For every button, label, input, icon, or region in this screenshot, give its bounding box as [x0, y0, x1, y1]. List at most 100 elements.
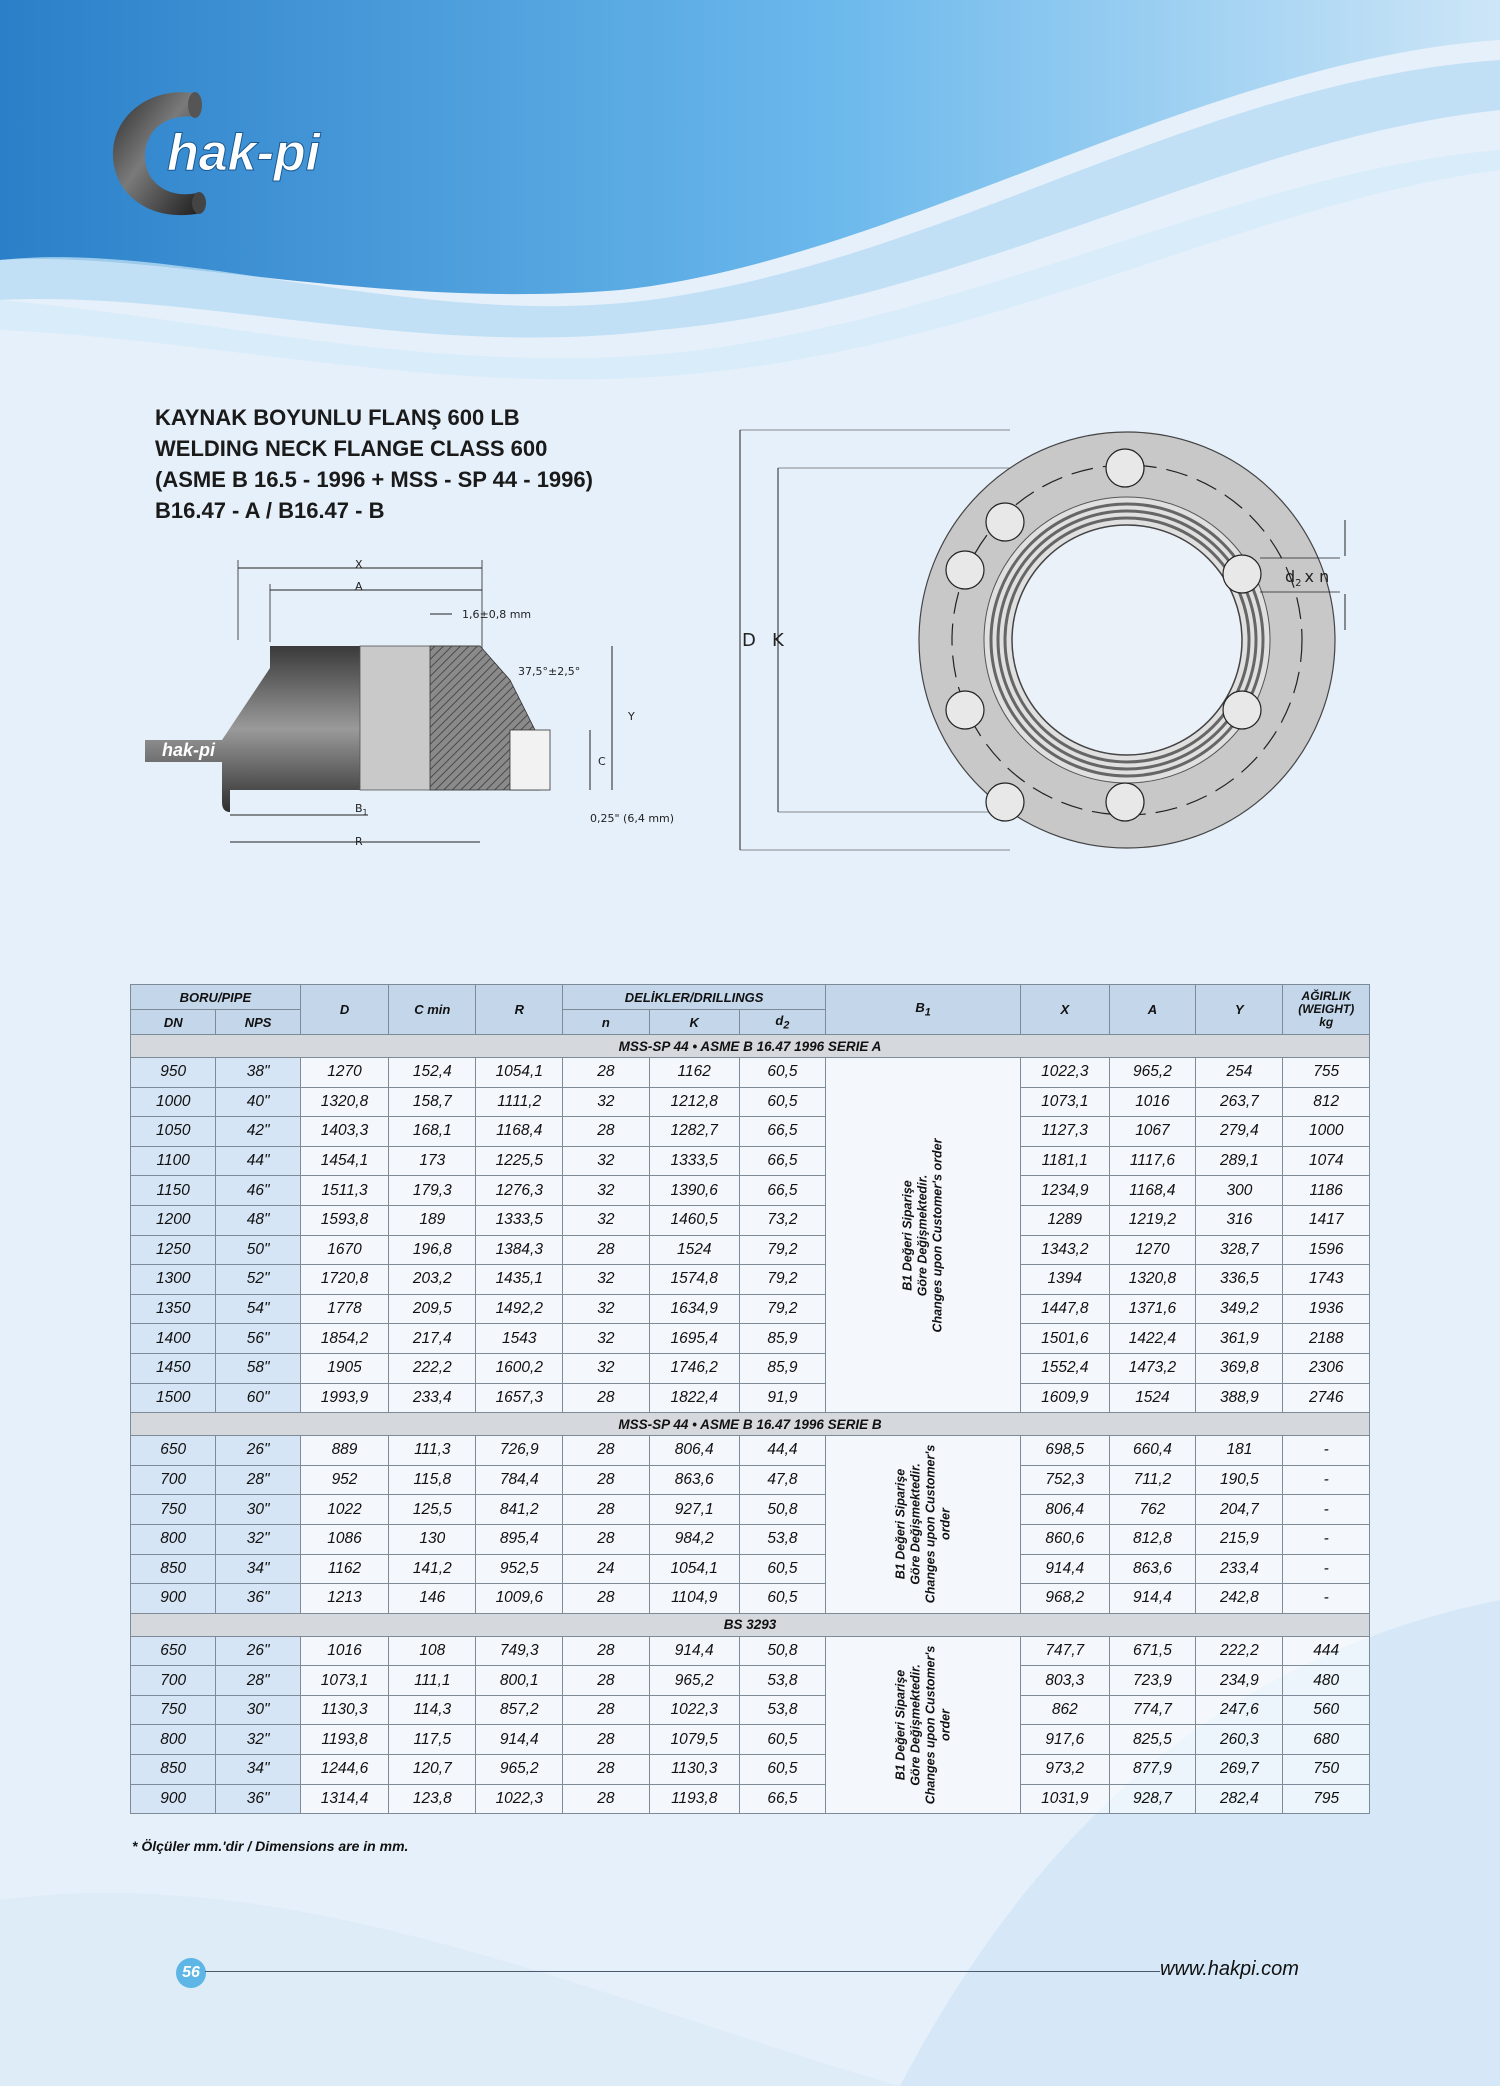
table-cell: 58" — [215, 1352, 301, 1384]
website-link[interactable]: www.hakpi.com — [1160, 1958, 1299, 1980]
table-cell: 1000 — [129, 1086, 217, 1118]
table-cell: 47,8 — [738, 1464, 827, 1496]
brand-name: hak-pi — [167, 124, 322, 182]
table-cell: 60,5 — [738, 1553, 827, 1585]
table-cell: 28 — [562, 1234, 650, 1266]
table-cell: 1460,5 — [648, 1204, 740, 1236]
table-cell: 1150 — [129, 1175, 217, 1206]
table-cell: 53,8 — [738, 1665, 827, 1696]
table-cell: 114,3 — [388, 1694, 477, 1726]
table-cell: 2306 — [1282, 1352, 1370, 1384]
table-cell: 747,7 — [1020, 1635, 1110, 1667]
table-cell: 1390,6 — [648, 1175, 740, 1206]
table-cell: 1225,5 — [475, 1145, 564, 1177]
table-cell: 1289 — [1020, 1204, 1110, 1236]
table-cell: 34" — [215, 1553, 301, 1585]
table-cell: 54" — [215, 1293, 301, 1325]
table-cell: 928,7 — [1108, 1783, 1197, 1815]
table-cell: 1435,1 — [475, 1264, 564, 1295]
table-cell: 950 — [129, 1057, 217, 1088]
table-cell: 1657,3 — [475, 1382, 564, 1414]
title-line-1: KAYNAK BOYUNLU FLANŞ 600 LB — [155, 405, 520, 430]
table-cell: - — [1282, 1494, 1370, 1525]
table-cell: 755 — [1282, 1057, 1370, 1088]
header-n: n — [562, 1009, 650, 1035]
table-cell: 750 — [129, 1494, 217, 1525]
table-cell: 1447,8 — [1020, 1293, 1110, 1325]
table-cell: 444 — [1282, 1635, 1370, 1667]
table-cell: 784,4 — [475, 1464, 564, 1496]
table-cell: 1244,6 — [299, 1754, 390, 1785]
table-cell: 189 — [388, 1204, 477, 1236]
b1-note-line: Changes upon Customer's order — [930, 1138, 945, 1333]
table-cell: 242,8 — [1195, 1583, 1284, 1614]
table-cell: 1117,6 — [1108, 1145, 1197, 1177]
table-cell: 60,5 — [738, 1086, 827, 1118]
table-cell: 260,3 — [1195, 1724, 1284, 1756]
dim-y-label: Y — [627, 710, 635, 723]
table-cell: 857,2 — [475, 1694, 564, 1726]
table-cell: 750 — [1282, 1754, 1370, 1785]
table-cell: 965,2 — [475, 1754, 564, 1785]
title-line-3: (ASME B 16.5 - 1996 + MSS - SP 44 - 1996… — [155, 467, 593, 492]
title-line-2: WELDING NECK FLANGE CLASS 600 — [155, 436, 548, 461]
table-cell: 965,2 — [1108, 1057, 1197, 1088]
table-cell: 111,1 — [388, 1665, 477, 1696]
table-cell: 1417 — [1282, 1204, 1370, 1236]
b1-note-line: Changes upon Customer's — [923, 1445, 938, 1604]
table-cell: 1212,8 — [648, 1086, 740, 1118]
dim-k-label: K — [772, 630, 785, 651]
table-cell: 914,4 — [1020, 1553, 1110, 1585]
b1-note-line: B1 Değeri Siparişe — [900, 1179, 915, 1291]
table-cell: 1422,4 — [1108, 1323, 1197, 1354]
table-cell: 1854,2 — [299, 1323, 390, 1354]
table-cell: 900 — [129, 1583, 217, 1614]
section-header-row: MSS-SP 44 • ASME B 16.47 1996 SERIE B — [130, 1412, 1370, 1437]
table-cell: 50,8 — [738, 1635, 827, 1667]
table-cell: 32 — [562, 1293, 650, 1325]
dim-raise-label: 0,25" (6,4 mm) — [590, 812, 674, 825]
table-cell: 1500 — [129, 1382, 217, 1414]
table-cell: 1162 — [299, 1553, 390, 1585]
table-cell: 806,4 — [648, 1435, 740, 1466]
table-cell: 34" — [215, 1754, 301, 1785]
table-cell: 1050 — [129, 1116, 217, 1147]
table-cell: 28 — [562, 1494, 650, 1525]
table-cell: 369,8 — [1195, 1352, 1284, 1384]
header-nps: NPS — [215, 1009, 301, 1035]
table-cell: 26" — [215, 1435, 301, 1466]
table-cell: 914,4 — [1108, 1583, 1197, 1614]
table-cell: 1524 — [648, 1234, 740, 1266]
header-dn: DN — [129, 1009, 217, 1035]
table-cell: 48" — [215, 1204, 301, 1236]
table-cell: 660,4 — [1108, 1435, 1197, 1466]
table-cell: 812,8 — [1108, 1523, 1197, 1555]
table-cell: 56" — [215, 1323, 301, 1354]
table-cell: 1403,3 — [299, 1116, 390, 1147]
table-cell: 1350 — [129, 1293, 217, 1325]
table-cell: 795 — [1282, 1783, 1370, 1815]
table-cell: 1186 — [1282, 1175, 1370, 1206]
table-cell: 1130,3 — [648, 1754, 740, 1785]
table-cell: 60,5 — [738, 1583, 827, 1614]
table-cell: 825,5 — [1108, 1724, 1197, 1756]
table-cell: 38" — [215, 1057, 301, 1088]
table-cell: 1333,5 — [475, 1204, 564, 1236]
table-cell: 66,5 — [738, 1783, 827, 1815]
section-header-row: BS 3293 — [130, 1612, 1370, 1637]
table-cell: 850 — [129, 1553, 217, 1585]
table-cell: 209,5 — [388, 1293, 477, 1325]
table-cell: 50,8 — [738, 1494, 827, 1525]
table-cell: 66,5 — [738, 1175, 827, 1206]
table-cell: 900 — [129, 1783, 217, 1815]
table-cell: 1054,1 — [648, 1553, 740, 1585]
table-cell: 1282,7 — [648, 1116, 740, 1147]
table-cell: 895,4 — [475, 1523, 564, 1555]
table-cell: 917,6 — [1020, 1724, 1110, 1756]
table-cell: 222,2 — [1195, 1635, 1284, 1667]
table-cell: 914,4 — [648, 1635, 740, 1667]
